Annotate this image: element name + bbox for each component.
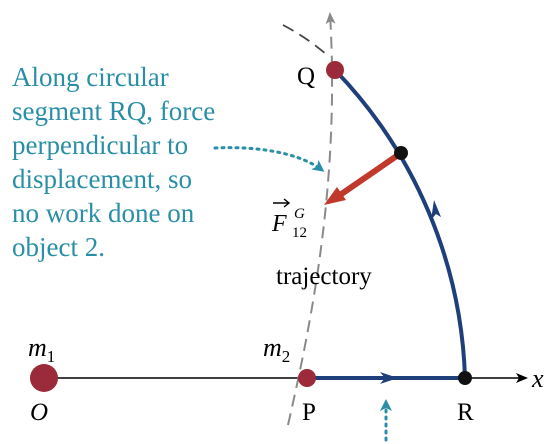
arrow-on-PR [380,372,398,384]
svg-text:G: G [294,206,305,222]
force-vector-head [324,187,346,205]
annotation-line-6: object 2. [12,232,105,262]
annotation-text: Along circular segment RQ, force perpend… [12,60,227,264]
label-R: R [457,399,474,426]
annotation-line-4: displacement, so [12,164,192,194]
svg-text:F: F [271,211,287,237]
point-Q [326,61,344,79]
point-on-arc [394,146,408,160]
arrow-on-arc [431,200,441,220]
label-m1: m1 [28,333,55,366]
label-O: O [30,399,48,426]
annotation-line-2: segment RQ, force [12,96,216,126]
annotation-line-5: no work done on [12,198,195,228]
arc-RQ [333,68,467,379]
annotation-pointer [213,146,325,172]
force-vector-F12 [338,150,403,198]
vector-arrow-mark [273,198,291,208]
trajectory-curve [287,12,336,426]
label-trajectory: trajectory [276,263,372,290]
label-Q: Q [297,63,315,90]
svg-text:12: 12 [292,225,307,241]
label-m2: m2 [263,333,290,366]
label-x-axis: x [531,364,544,393]
annotation-line-1: Along circular [12,62,169,92]
trajectory-extension [282,24,328,56]
label-force: F G 12 [271,198,307,241]
mass-m1 [30,364,58,392]
mass-m2-at-P [298,369,316,387]
annotation-line-3: perpendicular to [12,130,189,160]
label-P: P [302,399,316,426]
point-R [458,371,472,385]
